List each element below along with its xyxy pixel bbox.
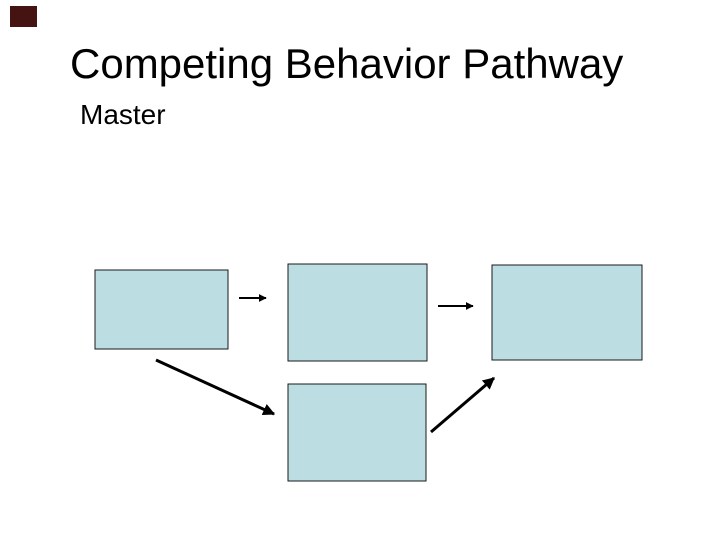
slide-subtitle: Master [80, 99, 166, 130]
corner-color-chip [10, 6, 37, 27]
slide-title: Competing Behavior Pathway [70, 40, 624, 87]
box-bottom-middle [287, 383, 427, 482]
arrow-bottom-to-right [430, 376, 495, 434]
arrow-left-to-bottom [155, 358, 276, 416]
box-top-middle [287, 263, 428, 362]
box-top-left [94, 269, 229, 350]
box-top-right [491, 264, 643, 361]
